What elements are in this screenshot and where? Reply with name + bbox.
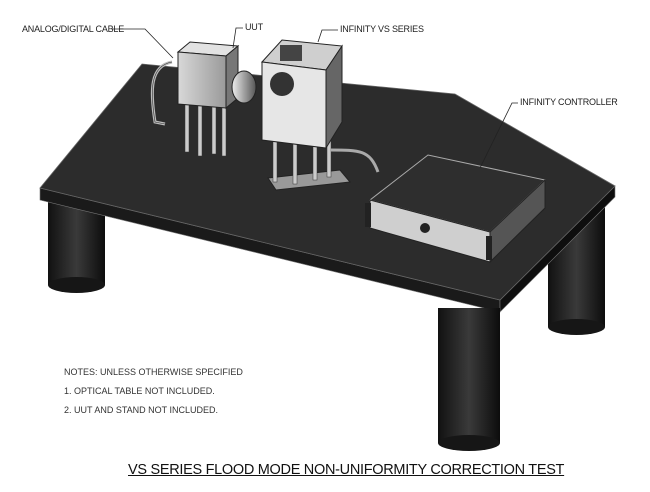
infinity-vs-series-unit [260,39,380,191]
callout-analog-digital-cable: ANALOG/DIGITAL CABLE [22,24,125,34]
note-item: 1. OPTICAL TABLE NOT INCLUDED. [64,386,215,396]
note-item: 2. UUT AND STAND NOT INCLUDED. [64,405,219,415]
callout-infinity-vs-series: INFINITY VS SERIES [340,24,424,34]
callout-leaders [112,27,518,169]
uut-camera [150,41,257,157]
callout-infinity-controller: INFINITY CONTROLLER [520,97,618,107]
table-leg-front [438,308,500,451]
callout-uut: UUT [245,22,263,32]
notes-heading: NOTES: UNLESS OTHERWISE SPECIFIED [64,367,243,377]
infinity-controller [365,154,547,264]
drawing-title: VS SERIES FLOOD MODE NON-UNIFORMITY CORR… [128,462,565,478]
